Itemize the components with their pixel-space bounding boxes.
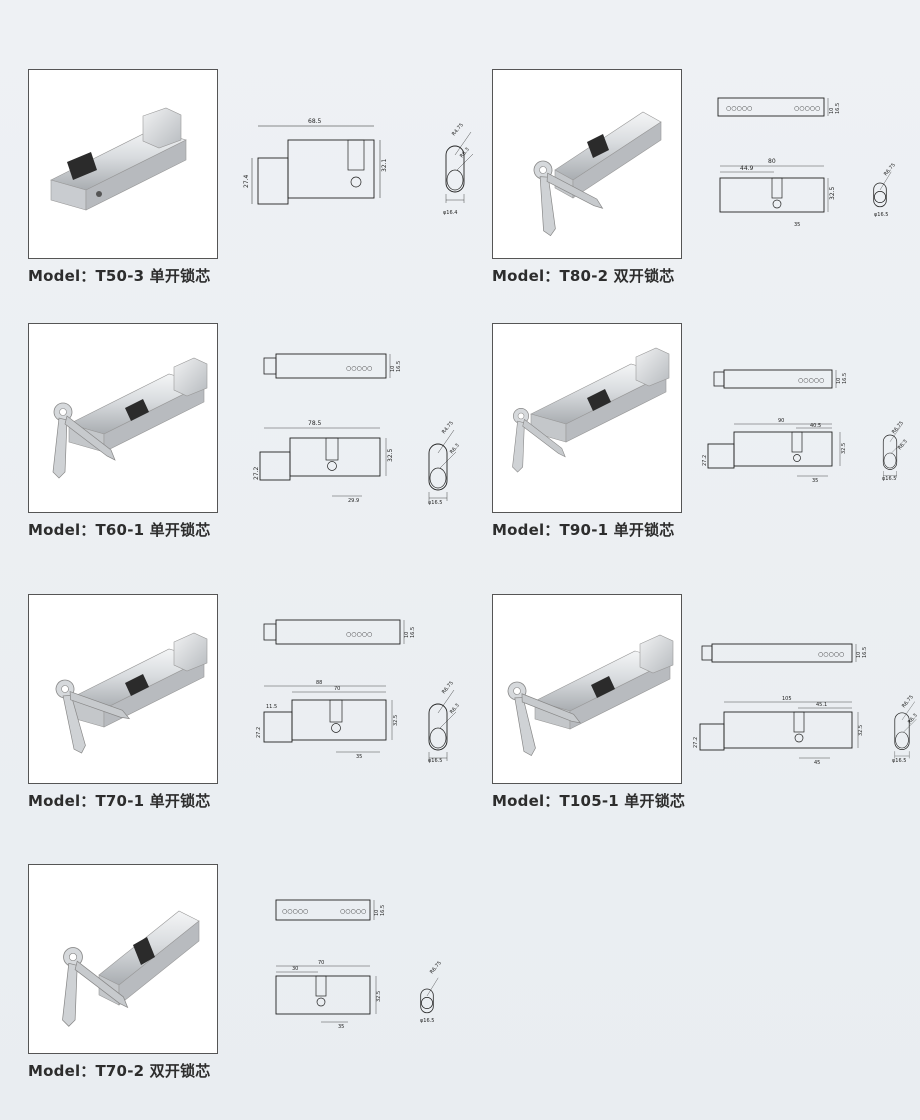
technical-drawings-t60-1: ○○○○○ 10 16.5 78.5 32.5 27.2 29.9 R4.75 … <box>250 350 480 510</box>
svg-text:○○○○○: ○○○○○ <box>282 908 308 915</box>
dim-r2: R6.3 <box>449 443 461 456</box>
product-caption: Model：T70-2 双开锁芯 <box>28 1062 211 1080</box>
dim-r2: R6.3 <box>449 703 461 716</box>
dim-body: 70 <box>334 686 340 692</box>
dim-r1: R6.75 <box>883 162 897 177</box>
svg-text:○○○○○: ○○○○○ <box>794 105 820 112</box>
dim-diameter: φ16.5 <box>882 476 896 482</box>
dim-half: 45.1 <box>816 702 827 708</box>
dim-r2: R6.3 <box>897 439 909 452</box>
dim-w1: 10 <box>836 378 842 384</box>
product-photo <box>492 69 682 259</box>
dim-r1: R6.75 <box>891 420 905 435</box>
dim-cam: 35 <box>356 754 362 760</box>
dim-height: 32.5 <box>376 991 382 1002</box>
technical-drawings-t80-2: ○○○○○ ○○○○○ 10 16.5 80 44.9 32.5 35 R6.7… <box>716 96 916 236</box>
dim-diameter: φ16.5 <box>428 758 442 764</box>
product-photo <box>28 69 218 259</box>
svg-text:○○○○○: ○○○○○ <box>818 651 844 658</box>
svg-text:○○○○○: ○○○○○ <box>346 365 372 372</box>
dim-thumb-height: 27.2 <box>693 737 699 748</box>
dim-half: 40.5 <box>810 423 821 429</box>
dim-w2: 16.5 <box>410 627 416 638</box>
dim-r1: R4.75 <box>451 122 465 137</box>
dim-thumb-height: 27.2 <box>253 466 260 480</box>
dim-r2: R6.3 <box>907 713 919 726</box>
dim-length: 68.5 <box>308 118 322 125</box>
product-photo <box>28 323 218 513</box>
dim-diameter: φ16.5 <box>428 500 442 506</box>
dim-w2: 16.5 <box>862 647 868 658</box>
product-photo <box>492 594 682 784</box>
dim-length: 88 <box>316 680 322 686</box>
dim-thumb-height: 27.2 <box>256 727 262 738</box>
dim-thumb-height: 27.4 <box>243 174 250 188</box>
product-caption: Model：T90-1 单开锁芯 <box>492 521 675 539</box>
dim-length: 80 <box>768 158 776 165</box>
dim-length: 90 <box>778 418 784 424</box>
svg-text:○○○○○: ○○○○○ <box>346 631 372 638</box>
dim-length: 105 <box>782 696 792 702</box>
product-caption: Model：T70-1 单开锁芯 <box>28 792 211 810</box>
dim-cam: 35 <box>338 1024 344 1030</box>
product-caption: Model：T80-2 双开锁芯 <box>492 267 675 285</box>
dim-diameter: φ16.5 <box>420 1018 434 1024</box>
dim-height: 32.5 <box>393 715 399 726</box>
technical-drawings-t105-1: ○○○○○ 10 16.5 105 45.1 32.5 27.2 45 R6.7… <box>690 636 920 776</box>
dim-w2: 16.5 <box>380 905 386 916</box>
product-photo <box>28 864 218 1054</box>
dim-height: 32.1 <box>381 158 388 172</box>
product-caption: Model：T105-1 单开锁芯 <box>492 792 686 810</box>
technical-drawings-t70-1: ○○○○○ 10 16.5 88 70 11.5 32.5 27.2 35 R6… <box>250 614 480 774</box>
dim-half: 30 <box>292 966 298 972</box>
dim-length: 70 <box>318 960 324 966</box>
svg-text:○○○○○: ○○○○○ <box>726 105 752 112</box>
dim-thumb-width: 11.5 <box>266 704 277 710</box>
dim-r1: R6.75 <box>429 960 443 975</box>
dim-cam: 35 <box>794 222 800 228</box>
dim-r2: R6.3 <box>459 147 471 160</box>
dim-w2: 16.5 <box>835 103 841 114</box>
dim-cam: 29.9 <box>348 498 359 504</box>
svg-text:○○○○○: ○○○○○ <box>340 908 366 915</box>
technical-drawings-t90-1: ○○○○○ 10 16.5 90 40.5 32.5 27.2 35 R6.75… <box>702 366 912 486</box>
dim-height: 32.5 <box>829 186 836 200</box>
product-photo <box>492 323 682 513</box>
dim-height: 32.5 <box>841 443 847 454</box>
dim-thumb-height: 27.2 <box>702 455 708 466</box>
dim-cam: 35 <box>812 478 818 484</box>
dim-w1: 10 <box>390 366 396 372</box>
product-photo <box>28 594 218 784</box>
dim-height: 32.5 <box>858 725 864 736</box>
dim-diameter: φ16.5 <box>892 758 906 764</box>
dim-r1: R4.75 <box>441 420 455 435</box>
dim-w1: 10 <box>374 910 380 916</box>
svg-text:○○○○○: ○○○○○ <box>798 377 824 384</box>
dim-height: 32.5 <box>387 448 394 462</box>
dim-r1: R6.75 <box>441 680 455 695</box>
dim-half: 44.9 <box>740 165 754 172</box>
dim-w1: 10 <box>404 632 410 638</box>
dim-diameter: φ16.4 <box>443 210 457 216</box>
dim-w2: 16.5 <box>396 361 402 372</box>
technical-drawings-t70-2: ○○○○○ ○○○○○ 10 16.5 70 30 32.5 35 R6.75 … <box>272 896 472 1036</box>
dim-cam: 45 <box>814 760 820 766</box>
dim-diameter: φ16.5 <box>874 212 888 218</box>
dim-w1: 10 <box>829 108 835 114</box>
dim-r1: R6.75 <box>901 694 915 709</box>
product-caption: Model：T50-3 单开锁芯 <box>28 267 211 285</box>
dim-w2: 16.5 <box>842 373 848 384</box>
technical-drawings-t50-3: 68.5 32.1 27.4 R4.75 R6.3 φ16.4 <box>240 110 480 230</box>
product-caption: Model：T60-1 单开锁芯 <box>28 521 211 539</box>
dim-length: 78.5 <box>308 420 322 427</box>
dim-w1: 10 <box>856 652 862 658</box>
